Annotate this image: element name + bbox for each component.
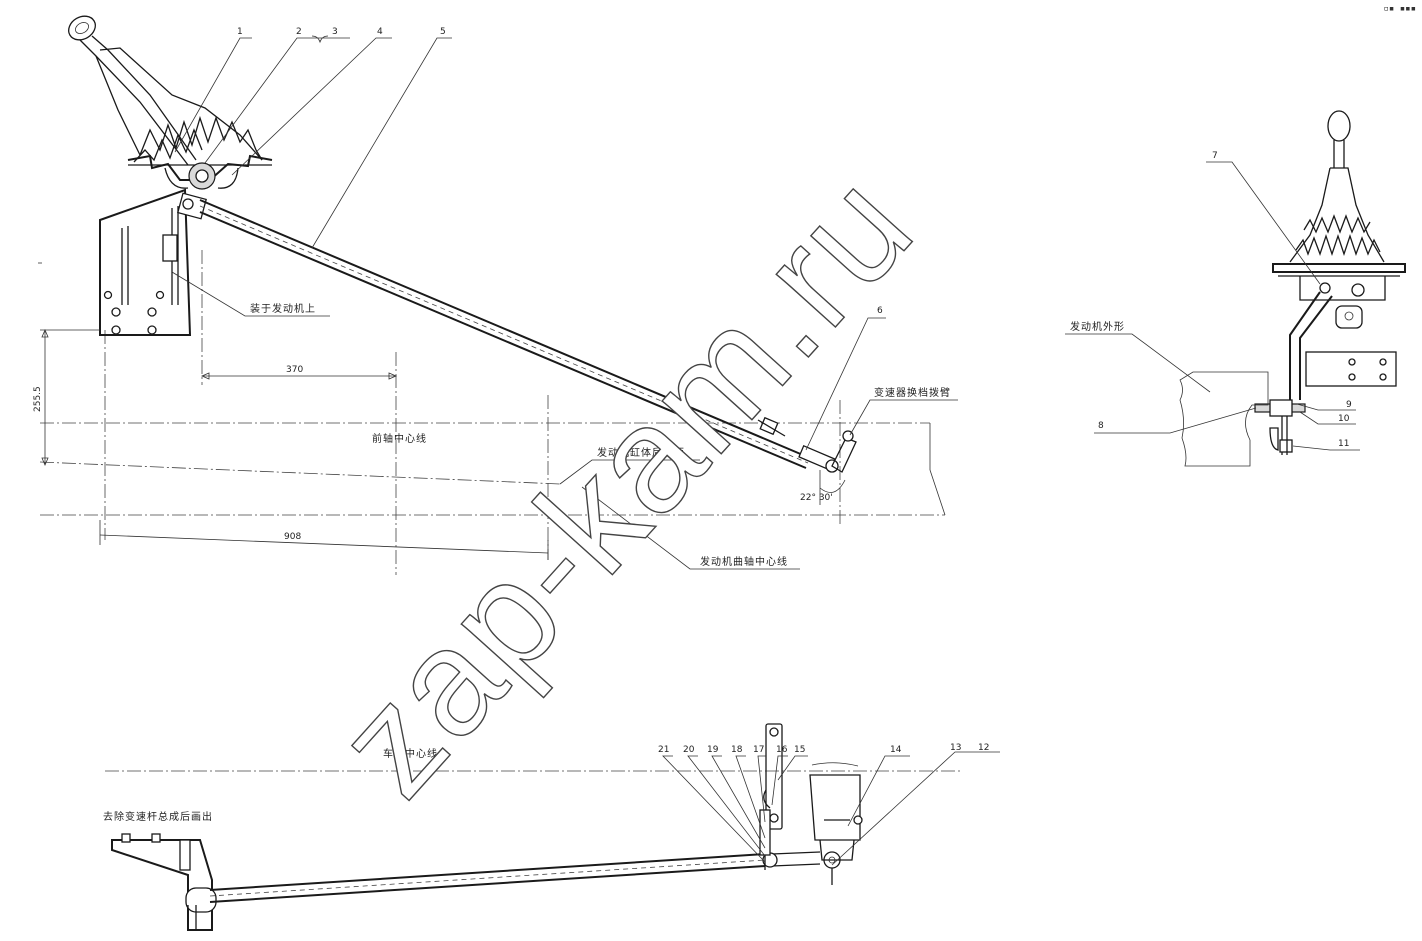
callout-18: 18 xyxy=(731,745,743,755)
callout-9: 9 xyxy=(1346,400,1352,410)
callout-8: 8 xyxy=(1098,421,1104,431)
side-view-lever xyxy=(1179,110,1406,467)
centerlines xyxy=(39,250,946,575)
callout-1: 1 xyxy=(237,27,243,37)
bottom-elevation: 车架中心线 去除变速杆总成后画出 13 xyxy=(103,723,1000,931)
label-engine-rear-face: 发动机缸体后端面 xyxy=(597,446,685,459)
label-crankshaft-centerline: 发动机曲轴中心线 xyxy=(700,555,788,568)
corner-mark: ▫▪ ▪▪▪ xyxy=(1383,4,1416,14)
callout-7: 7 xyxy=(1212,151,1218,161)
dim-908: 908 xyxy=(284,532,301,542)
callout-14: 14 xyxy=(890,745,902,755)
label-axle-centerline: 前轴中心线 xyxy=(372,432,427,445)
dimensions: 370 908 255.5 22° 30' xyxy=(33,262,833,560)
callout-2: 2 xyxy=(296,27,302,37)
top-annotations: 1 2 3 4 5 装于发动机上 6 变速器换档拨臂 前轴中心线 发动机缸体后端… xyxy=(171,27,958,570)
callout-17: 17 xyxy=(753,745,764,755)
callout-19: 19 xyxy=(707,745,719,755)
dim-370: 370 xyxy=(286,365,303,375)
shift-lever-assembly xyxy=(68,15,273,336)
label-shift-arm: 变速器换档拨臂 xyxy=(874,386,951,399)
callout-21: 21 xyxy=(658,745,669,755)
callout-6: 6 xyxy=(877,306,883,316)
callout-15: 15 xyxy=(794,745,805,755)
watermark: zap-kam.ru xyxy=(304,142,944,827)
callout-10: 10 xyxy=(1338,414,1350,424)
callout-3: 3 xyxy=(332,27,338,37)
shift-rod-upper xyxy=(199,199,857,505)
label-remove-note: 去除变速杆总成后画出 xyxy=(103,810,213,823)
side-annotations: 7 发动机外形 8 9 10 11 xyxy=(1065,151,1360,451)
callout-5: 5 xyxy=(440,27,446,37)
dim-angle: 22° 30' xyxy=(800,493,833,503)
callout-13: 13 xyxy=(950,743,961,753)
label-frame-centerline: 车架中心线 xyxy=(383,747,438,760)
label-engine-outline: 发动机外形 xyxy=(1070,320,1125,333)
callout-12: 12 xyxy=(978,743,989,753)
callout-20: 20 xyxy=(683,745,695,755)
dim-255: 255.5 xyxy=(33,386,43,412)
callout-16: 16 xyxy=(776,745,788,755)
callout-11: 11 xyxy=(1338,439,1349,449)
callout-4: 4 xyxy=(377,27,383,37)
label-mounted-on-engine: 装于发动机上 xyxy=(250,302,316,315)
